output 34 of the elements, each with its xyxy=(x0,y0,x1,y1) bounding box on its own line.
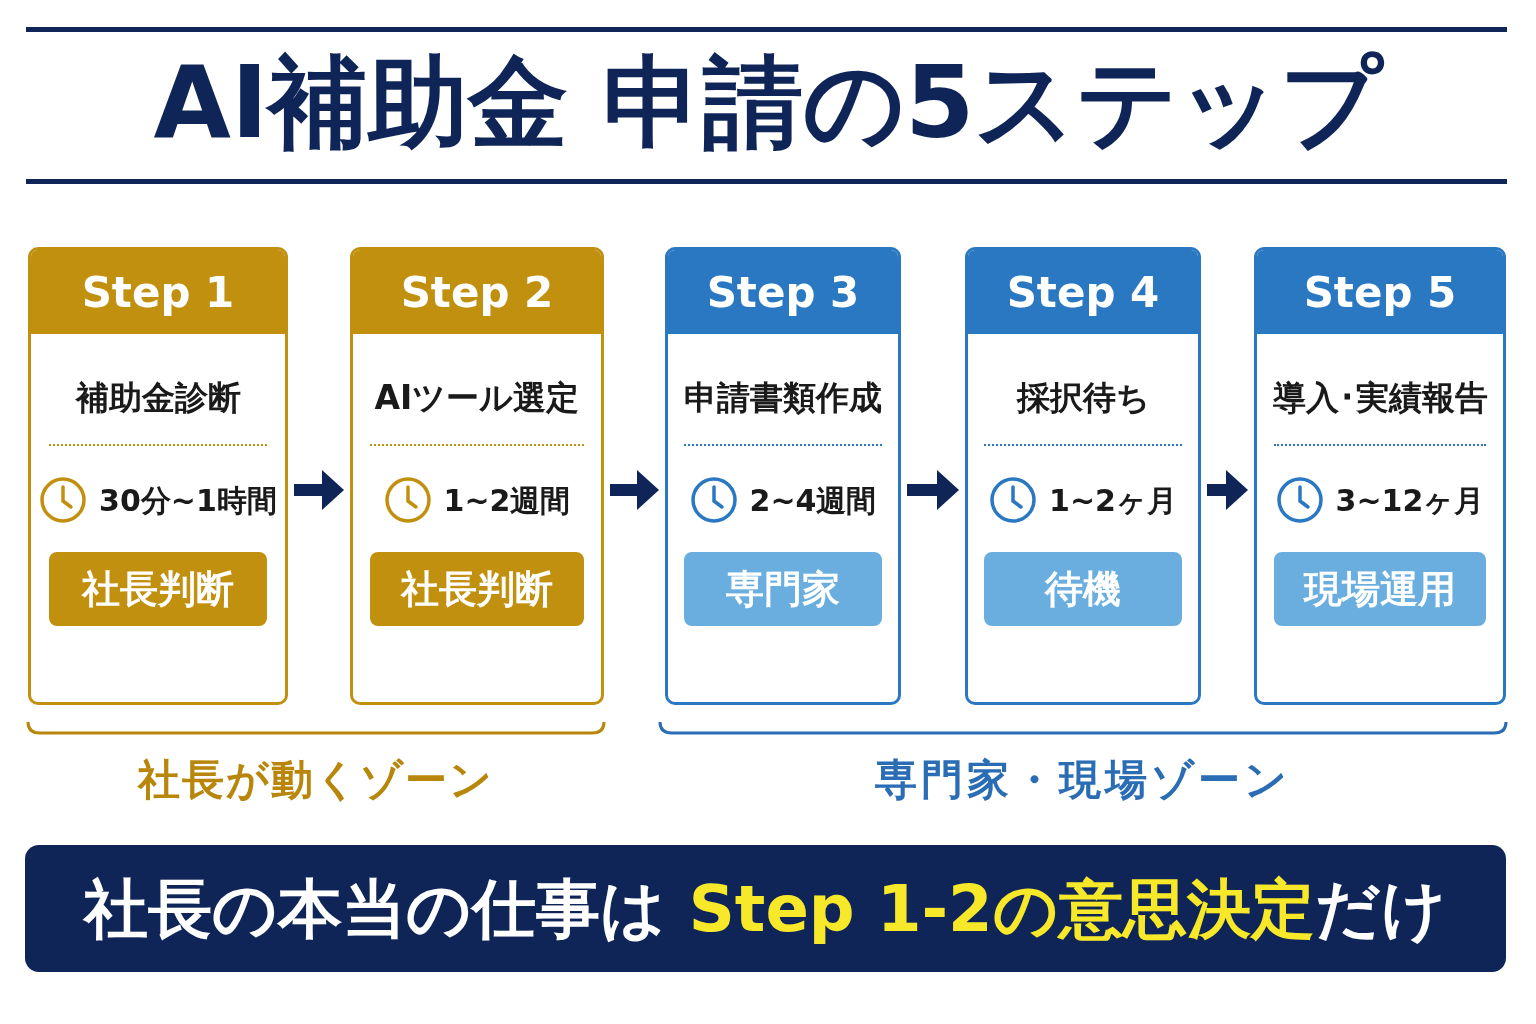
summary-text: 社長の本当の仕事は Step 1-2の意思決定だけ xyxy=(84,870,1447,948)
step-header: Step 1 xyxy=(31,250,285,334)
duration-text: 1~2ヶ月 xyxy=(1049,481,1177,520)
step-title: 導入･実績報告 xyxy=(1272,377,1488,419)
zone-label: 社長が動くゾーン xyxy=(136,754,495,806)
step-card xyxy=(350,247,604,705)
step-title: 申請書類作成 xyxy=(684,377,882,419)
step-title: 採択待ち xyxy=(1016,377,1150,419)
step-title: 補助金診断 xyxy=(75,377,241,419)
role-badge: 社長判断 xyxy=(48,552,268,626)
arrow xyxy=(294,470,344,510)
arrow xyxy=(610,470,659,510)
role-badge: 現場運用 xyxy=(1274,552,1486,626)
arrow xyxy=(1207,470,1248,510)
step-header: Step 4 xyxy=(968,250,1198,334)
step-card xyxy=(965,247,1201,705)
role-badge: 社長判断 xyxy=(370,552,584,626)
duration-text: 1~2週間 xyxy=(443,481,571,520)
step-header: Step 5 xyxy=(1257,250,1503,334)
zone-label: 専門家・現場ゾーン xyxy=(874,754,1292,806)
step-header: Step 3 xyxy=(668,250,898,334)
step-card xyxy=(1254,247,1506,705)
arrow xyxy=(907,470,959,510)
step-card xyxy=(28,247,288,705)
duration-text: 30分~1時間 xyxy=(99,481,277,520)
title: AI補助金 申請の5ステップ xyxy=(152,48,1386,158)
duration-text: 2~4週間 xyxy=(749,481,877,520)
step-card xyxy=(665,247,901,705)
role-badge: 専門家 xyxy=(684,552,882,626)
step-header: Step 2 xyxy=(353,250,601,334)
duration-text: 3~12ヶ月 xyxy=(1335,481,1485,520)
role-badge: 待機 xyxy=(984,552,1182,626)
summary-banner xyxy=(25,845,1506,972)
step-title: AIツール選定 xyxy=(374,377,580,419)
